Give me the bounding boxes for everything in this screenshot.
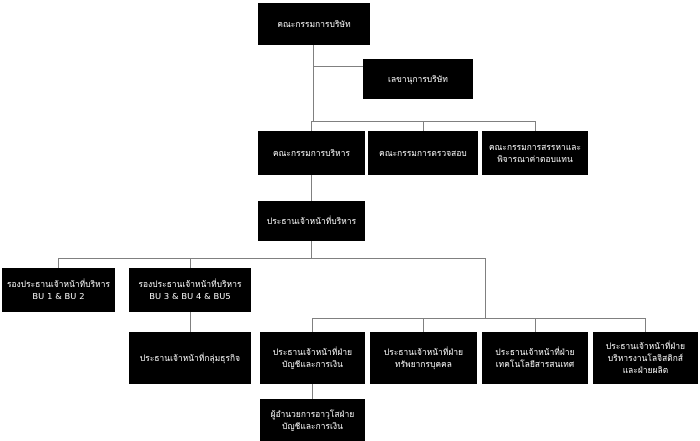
org-node-nomination-remuneration-committee[interactable]: คณะกรรมการสรรหาและ พิจารณาค่าตอบแทน: [482, 131, 588, 175]
org-node-senior-director-accounting-finance[interactable]: ผู้อำนวยการอาวุโสฝ่าย บัญชีและการเงิน: [260, 399, 365, 441]
connector-executive-committee-stem: [311, 121, 312, 131]
connector-hr-stem: [423, 318, 424, 332]
connector-level5-bus: [58, 258, 485, 259]
org-node-cfo-accounting-finance[interactable]: ประธานเจ้าหน้าที่ฝ่าย บัญชีและการเงิน: [260, 332, 365, 384]
connector-deputy2-to-business-group: [190, 312, 191, 332]
connector-cfo-to-senior-director: [312, 384, 313, 399]
connector-audit-committee-stem: [423, 121, 424, 131]
connector-level6-bus: [312, 318, 646, 319]
org-node-company-secretary[interactable]: เลขานุการบริษัท: [363, 59, 473, 99]
org-node-ceo[interactable]: ประธานเจ้าหน้าที่บริหาร: [258, 201, 365, 241]
connector-executive-to-ceo: [311, 175, 312, 201]
org-node-chief-business-group-officer[interactable]: ประธานเจ้าหน้าที่กลุ่มธุรกิจ: [129, 332, 251, 384]
connector-right-branch-drop: [485, 258, 486, 318]
connector-ceo-down-stem: [311, 241, 312, 258]
org-node-chief-human-resources-officer[interactable]: ประธานเจ้าหน้าที่ฝ่าย ทรัพยากรบุคคล: [370, 332, 477, 384]
connector-deputy1-stem: [58, 258, 59, 268]
org-node-chief-information-technology-officer[interactable]: ประธานเจ้าหน้าที่ฝ่าย เทคโนโลยีสารสนเทศ: [482, 332, 588, 384]
connector-board-down-to-bus: [313, 66, 314, 121]
org-node-board[interactable]: คณะกรรมการบริษัท: [258, 3, 370, 45]
org-node-chief-logistics-production-officer[interactable]: ประธานเจ้าหน้าที่ฝ่าย บริหารงานโลจิสติกส…: [593, 332, 698, 384]
connector-it-stem: [535, 318, 536, 332]
org-node-deputy-ceo-bu3-bu4-bu5[interactable]: รองประธานเจ้าหน้าที่บริหาร BU 3 & BU 4 &…: [129, 268, 251, 312]
connector-board-to-secretary: [313, 66, 363, 67]
org-node-executive-committee[interactable]: คณะกรรมการบริหาร: [258, 131, 365, 175]
connector-deputy2-stem: [190, 258, 191, 268]
connector-cfo-stem: [312, 318, 313, 332]
connector-board-down-stem: [313, 45, 314, 66]
connector-nomination-committee-stem: [535, 121, 536, 131]
org-node-deputy-ceo-bu1-bu2[interactable]: รองประธานเจ้าหน้าที่บริหาร BU 1 & BU 2: [2, 268, 115, 312]
connector-logistics-stem: [645, 318, 646, 332]
org-node-audit-committee[interactable]: คณะกรรมการตรวจสอบ: [368, 131, 478, 175]
